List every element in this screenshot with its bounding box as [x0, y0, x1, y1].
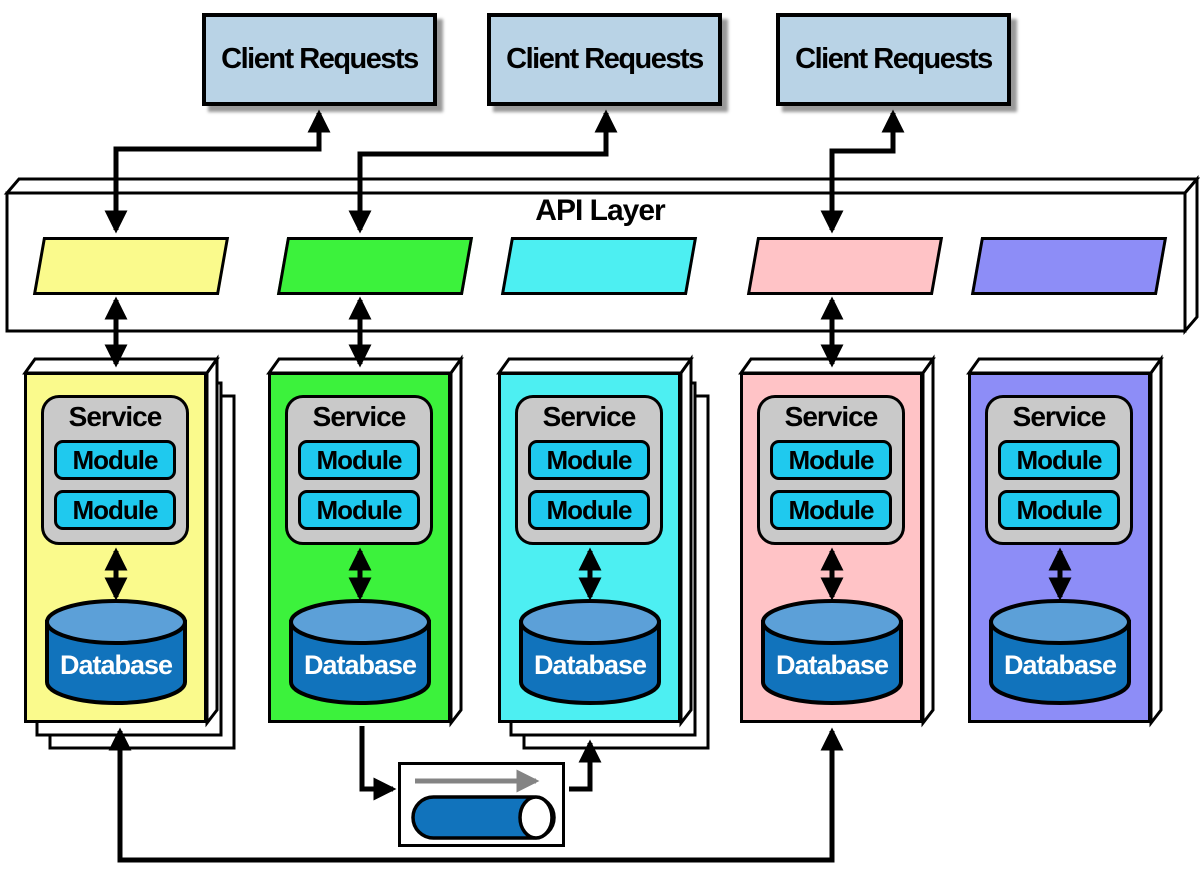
module-label: Module [546, 494, 633, 525]
client-requests-box-3: Client Requests [776, 13, 1011, 106]
api-endpoint-purple [970, 237, 1168, 295]
module-label: Module [788, 494, 875, 525]
client-requests-label: Client Requests [506, 43, 704, 75]
module-box: Module [54, 490, 176, 530]
message-queue-box [398, 762, 565, 847]
client-requests-box-1: Client Requests [202, 13, 437, 106]
card-top-face [266, 357, 464, 375]
service-container-1: Service Module Module [24, 372, 207, 723]
module-box: Module [528, 440, 650, 480]
module-label: Module [72, 494, 159, 525]
api-layer-right-face [1183, 174, 1199, 336]
service-box: Service Module Module [757, 395, 905, 545]
service-label: Service [312, 401, 407, 432]
module-box: Module [528, 490, 650, 530]
service-label: Service [542, 401, 637, 432]
card-top-face [496, 357, 694, 375]
service2-to-queue-link [359, 726, 397, 801]
card-right-face [921, 354, 935, 728]
service-container-4: Service Module Module [740, 372, 923, 723]
card-top-face [22, 357, 220, 375]
api-endpoint-green [276, 237, 474, 295]
service-container-5: Service Module Module [968, 372, 1151, 723]
service-label: Service [1012, 401, 1107, 432]
module-box: Module [770, 490, 892, 530]
module-label: Module [316, 444, 403, 475]
client3-api-link [820, 109, 905, 234]
service-container-2: Service Module Module [268, 372, 451, 723]
service-box: Service Module Module [515, 395, 663, 545]
card-top-face [966, 357, 1164, 375]
api-layer-title: API Layer [535, 194, 665, 227]
client-requests-box-2: Client Requests [487, 13, 722, 106]
service-box: Service Module Module [41, 395, 189, 545]
client-requests-label: Client Requests [221, 43, 419, 75]
module-box: Module [998, 440, 1120, 480]
api-endpoint-pink [746, 237, 944, 295]
service-label: Service [784, 401, 879, 432]
module-label: Module [1016, 444, 1103, 475]
api-endpoint-yellow [32, 237, 230, 295]
service-container-3: Service Module Module [498, 372, 681, 723]
module-label: Module [316, 494, 403, 525]
api-endpoint-cyan [500, 237, 698, 295]
card-right-face [1149, 354, 1163, 728]
module-label: Module [1016, 494, 1103, 525]
card-top-face [738, 357, 936, 375]
api-layer-top-face [3, 177, 1200, 195]
service-box: Service Module Module [285, 395, 433, 545]
queue-to-service3-link [569, 739, 602, 792]
module-box: Module [298, 490, 420, 530]
module-box: Module [298, 440, 420, 480]
service-label: Service [68, 401, 163, 432]
module-box: Module [998, 490, 1120, 530]
module-label: Module [546, 444, 633, 475]
client1-api-link [104, 109, 331, 234]
service-box: Service Module Module [985, 395, 1133, 545]
module-box: Module [54, 440, 176, 480]
module-label: Module [72, 444, 159, 475]
card-right-face [449, 354, 463, 728]
client-requests-label: Client Requests [795, 43, 993, 75]
card-right-face [205, 354, 219, 728]
card-right-face [679, 354, 693, 728]
module-label: Module [788, 444, 875, 475]
module-box: Module [770, 440, 892, 480]
